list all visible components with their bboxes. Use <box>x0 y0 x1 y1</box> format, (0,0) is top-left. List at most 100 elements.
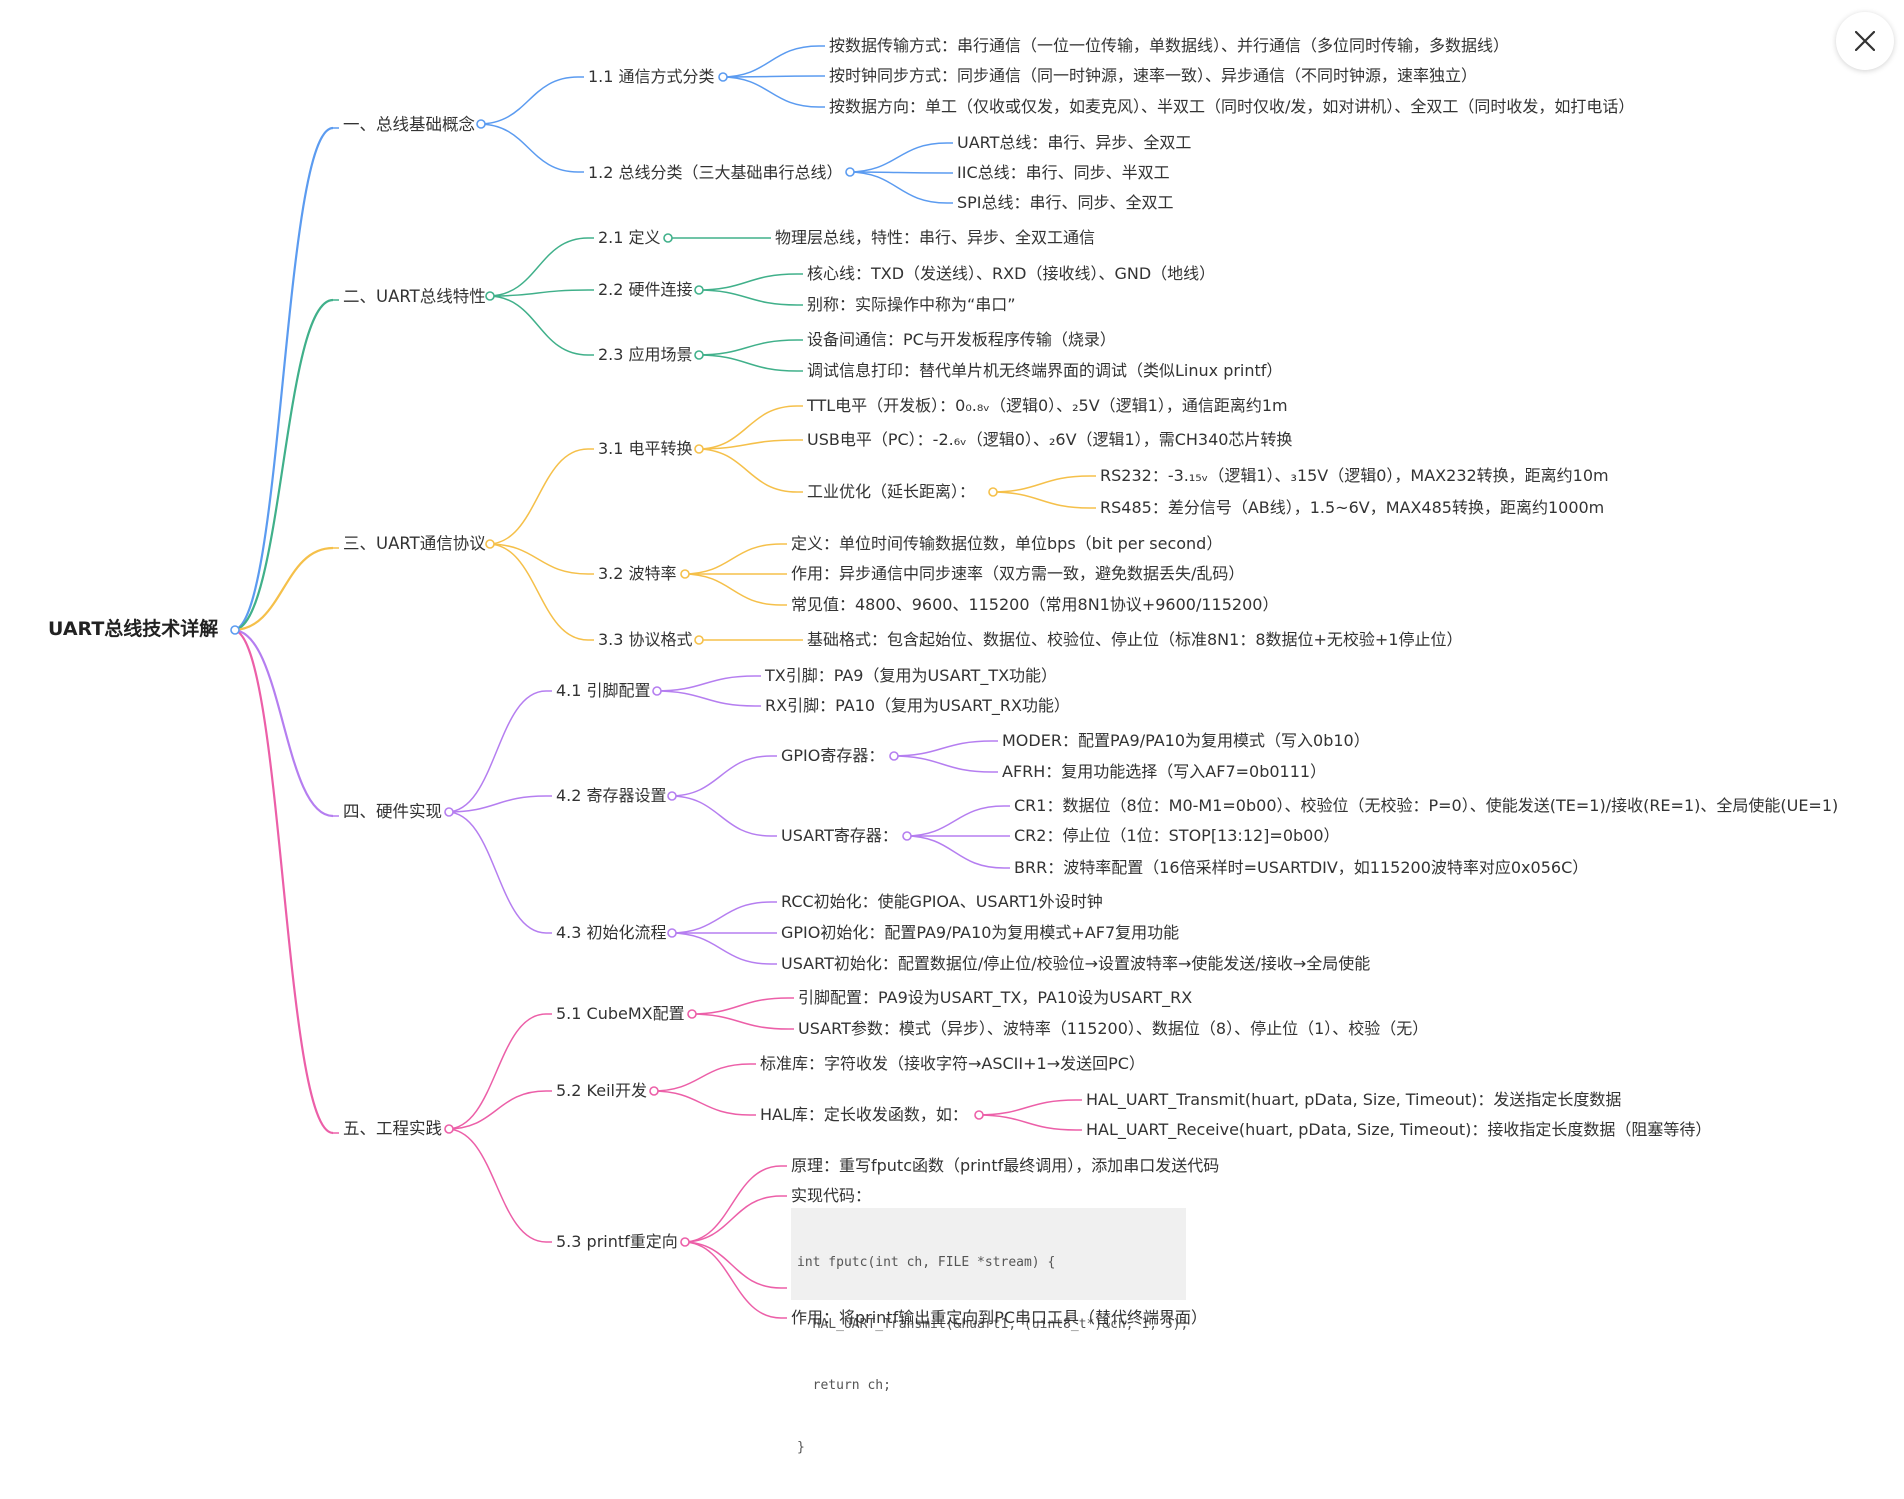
branch-2-node[interactable]: 二、UART总线特性 <box>343 287 486 306</box>
expand-toggle[interactable] <box>694 350 704 360</box>
expand-toggle[interactable] <box>663 233 673 243</box>
leaf-5-2-2-2[interactable]: HAL_UART_Receive(huart, pData, Size, Tim… <box>1086 1120 1712 1139</box>
node-3-2[interactable]: 3.2 波特率 <box>598 564 677 583</box>
expand-toggle[interactable] <box>845 167 855 177</box>
leaf-1-2-1[interactable]: UART总线：串行、异步、全双工 <box>957 133 1192 152</box>
leaf-1-2-3[interactable]: SPI总线：串行、同步、全双工 <box>957 193 1174 212</box>
connector-line <box>446 795 547 813</box>
leaf-2-3-2[interactable]: 调试信息打印：替代单片机无终端界面的调试（类似Linux printf） <box>807 361 1283 380</box>
connector-line <box>446 1013 547 1130</box>
leaf-5-3-1[interactable]: 原理：重写fputc函数（printf最终调用），添加串口发送代码 <box>791 1156 1220 1175</box>
node-5-1[interactable]: 5.1 CubeMX配置 <box>556 1004 685 1023</box>
node-3-1[interactable]: 3.1 电平转换 <box>598 439 693 458</box>
expand-toggle[interactable] <box>902 831 912 841</box>
expand-toggle[interactable] <box>444 807 454 817</box>
node-4-2-2[interactable]: USART寄存器： <box>781 826 898 845</box>
expand-toggle[interactable] <box>694 635 704 645</box>
connector-line <box>446 1128 547 1243</box>
leaf-2-1-1[interactable]: 物理层总线，特性：串行、异步、全双工通信 <box>775 228 1096 247</box>
node-3-1-3[interactable]: 工业优化（延长距离）： <box>807 482 976 501</box>
expand-toggle[interactable] <box>649 1086 659 1096</box>
branch-1-node[interactable]: 一、总线基础概念 <box>343 115 475 134</box>
node-2-2[interactable]: 2.2 硬件连接 <box>598 280 693 299</box>
branch-3-node[interactable]: 三、UART通信协议 <box>343 534 486 553</box>
node-2-1[interactable]: 2.1 定义 <box>598 228 661 247</box>
node-5-2[interactable]: 5.2 Keil开发 <box>556 1081 647 1100</box>
expand-toggle[interactable] <box>680 1237 690 1247</box>
leaf-4-3-1[interactable]: RCC初始化：使能GPIOA、USART1外设时钟 <box>781 892 1103 911</box>
leaf-4-2-2-3[interactable]: BRR：波特率配置（16倍采样时=USARTDIV，如115200波特率对应0x… <box>1014 858 1589 877</box>
node-3-3[interactable]: 3.3 协议格式 <box>598 630 693 649</box>
expand-toggle[interactable] <box>444 1124 454 1134</box>
leaf-2-2-1[interactable]: 核心线：TXD（发送线）、RXD（接收线）、GND（地线） <box>807 264 1216 283</box>
connector-line <box>446 690 547 813</box>
connector-line <box>232 126 334 632</box>
expand-toggle[interactable] <box>667 791 677 801</box>
expand-toggle[interactable] <box>230 625 240 635</box>
leaf-3-2-2[interactable]: 作用：异步通信中同步速率（双方需一致，避免数据丢失/乱码） <box>791 564 1245 583</box>
leaf-2-2-2[interactable]: 别称：实际操作中称为“串口” <box>807 295 1016 314</box>
branch-5-node[interactable]: 五、工程实践 <box>343 1119 442 1138</box>
connector-line <box>720 76 820 108</box>
expand-toggle[interactable] <box>694 285 704 295</box>
node-2-3[interactable]: 2.3 应用场景 <box>598 345 693 364</box>
node-5-2-2[interactable]: HAL库：定长收发函数，如： <box>760 1105 968 1124</box>
close-button[interactable] <box>1836 12 1894 70</box>
leaf-4-2-2-1[interactable]: CR1：数据位（8位：M0-M1=0b00）、校验位（无校验：P=0）、使能发送… <box>1014 796 1839 815</box>
leaf-5-3-2[interactable]: 实现代码： <box>791 1186 872 1205</box>
leaf-4-2-2-2[interactable]: CR2：停止位（1位：STOP[13:12]=0b00） <box>1014 826 1340 845</box>
expand-toggle[interactable] <box>652 686 662 696</box>
leaf-5-1-2[interactable]: USART参数：模式（异步）、波特率（115200）、数据位（8）、停止位（1）… <box>798 1019 1429 1038</box>
leaf-5-1-1[interactable]: 引脚配置：PA9设为USART_TX，PA10设为USART_RX <box>798 988 1193 1007</box>
root-node[interactable]: UART总线技术详解 <box>48 618 219 640</box>
expand-toggle[interactable] <box>476 119 486 129</box>
node-1-1[interactable]: 1.1 通信方式分类 <box>588 67 715 86</box>
leaf-5-2-1[interactable]: 标准库：字符收发（接收字符→ASCII+1→发送回PC） <box>760 1054 1145 1073</box>
expand-toggle[interactable] <box>694 444 704 454</box>
leaf-5-3-3[interactable]: 作用：将printf输出重定向到PC串口工具（替代终端界面） <box>791 1308 1208 1327</box>
node-4-3[interactable]: 4.3 初始化流程 <box>556 923 667 942</box>
code-line-2: HAL_UART_Transmit(&huart1, (uint8_t*)&ch… <box>797 1316 1189 1332</box>
connector-line <box>478 123 579 173</box>
leaf-1-2-2[interactable]: IIC总线：串行、同步、半双工 <box>957 163 1170 182</box>
leaf-2-3-1[interactable]: 设备间通信：PC与开发板程序传输（烧录） <box>807 330 1116 349</box>
branch-4-node[interactable]: 四、硬件实现 <box>343 802 442 821</box>
leaf-4-1-2[interactable]: RX引脚：PA10（复用为USART_RX功能） <box>765 696 1070 715</box>
leaf-3-1-1[interactable]: TTL电平（开发板）：0₀.₈ᵥ（逻辑0）、₂5V（逻辑1），通信距离约1m <box>807 396 1288 415</box>
leaf-1-1-1[interactable]: 按数据传输方式：串行通信（一位一位传输，单数据线）、并行通信（多位同时传输，多数… <box>829 36 1510 55</box>
connector-line <box>689 997 789 1015</box>
expand-toggle[interactable] <box>680 569 690 579</box>
expand-toggle[interactable] <box>485 539 495 549</box>
leaf-4-2-1-1[interactable]: MODER：配置PA9/PA10为复用模式（写入0b10） <box>1002 731 1370 750</box>
expand-toggle[interactable] <box>974 1110 984 1120</box>
code-line-3: return ch; <box>797 1378 891 1393</box>
leaf-3-2-1[interactable]: 定义：单位时间传输数据位数，单位bps（bit per second） <box>791 534 1223 553</box>
expand-toggle[interactable] <box>687 1009 697 1019</box>
leaf-4-3-2[interactable]: GPIO初始化：配置PA9/PA10为复用模式+AF7复用功能 <box>781 923 1180 942</box>
connector-line <box>847 171 948 174</box>
node-5-3[interactable]: 5.3 printf重定向 <box>556 1232 678 1251</box>
connector-line <box>232 628 334 1135</box>
leaf-3-1-3-1[interactable]: RS232：-3.₁₅ᵥ（逻辑1）、₃15V（逻辑0），MAX232转换，距离约… <box>1100 466 1609 485</box>
expand-toggle[interactable] <box>889 751 899 761</box>
leaf-3-2-3[interactable]: 常见值：4800、9600、115200（常用8N1协议+9600/115200… <box>791 595 1279 614</box>
expand-toggle[interactable] <box>718 72 728 82</box>
leaf-5-2-2-1[interactable]: HAL_UART_Transmit(huart, pData, Size, Ti… <box>1086 1090 1622 1109</box>
leaf-3-1-3-2[interactable]: RS485：差分信号（AB线），1.5~6V，MAX485转换，距离约1000m <box>1100 498 1605 517</box>
connector-line <box>682 573 782 606</box>
expand-toggle[interactable] <box>988 487 998 497</box>
leaf-4-3-3[interactable]: USART初始化：配置数据位/停止位/校验位→设置波特率→使能发送/接收→全局使… <box>781 954 1371 973</box>
expand-toggle[interactable] <box>485 291 495 301</box>
connector-line <box>487 289 589 297</box>
expand-toggle[interactable] <box>667 928 677 938</box>
node-4-2-1[interactable]: GPIO寄存器： <box>781 746 885 765</box>
leaf-1-1-2[interactable]: 按时钟同步方式：同步通信（同一时钟源，速率一致）、异步通信（不同时钟源，速率独立… <box>829 66 1478 85</box>
leaf-1-1-3[interactable]: 按数据方向：单工（仅收或仅发，如麦克风）、半双工（同时仅收/发，如对讲机）、全双… <box>829 97 1635 116</box>
leaf-4-2-1-2[interactable]: AFRH：复用功能选择（写入AF7=0b0111） <box>1002 762 1327 781</box>
node-4-2[interactable]: 4.2 寄存器设置 <box>556 786 667 805</box>
leaf-4-1-1[interactable]: TX引脚：PA9（复用为USART_TX功能） <box>765 666 1058 685</box>
leaf-3-1-2[interactable]: USB电平（PC）：-2.₆ᵥ（逻辑0）、₂6V（逻辑1），需CH340芯片转换 <box>807 430 1293 449</box>
node-1-2[interactable]: 1.2 总线分类（三大基础串行总线） <box>588 163 843 182</box>
leaf-3-3-1[interactable]: 基础格式：包含起始位、数据位、校验位、停止位（标准8N1：8数据位+无校验+1停… <box>807 630 1463 649</box>
node-4-1[interactable]: 4.1 引脚配置 <box>556 681 651 700</box>
